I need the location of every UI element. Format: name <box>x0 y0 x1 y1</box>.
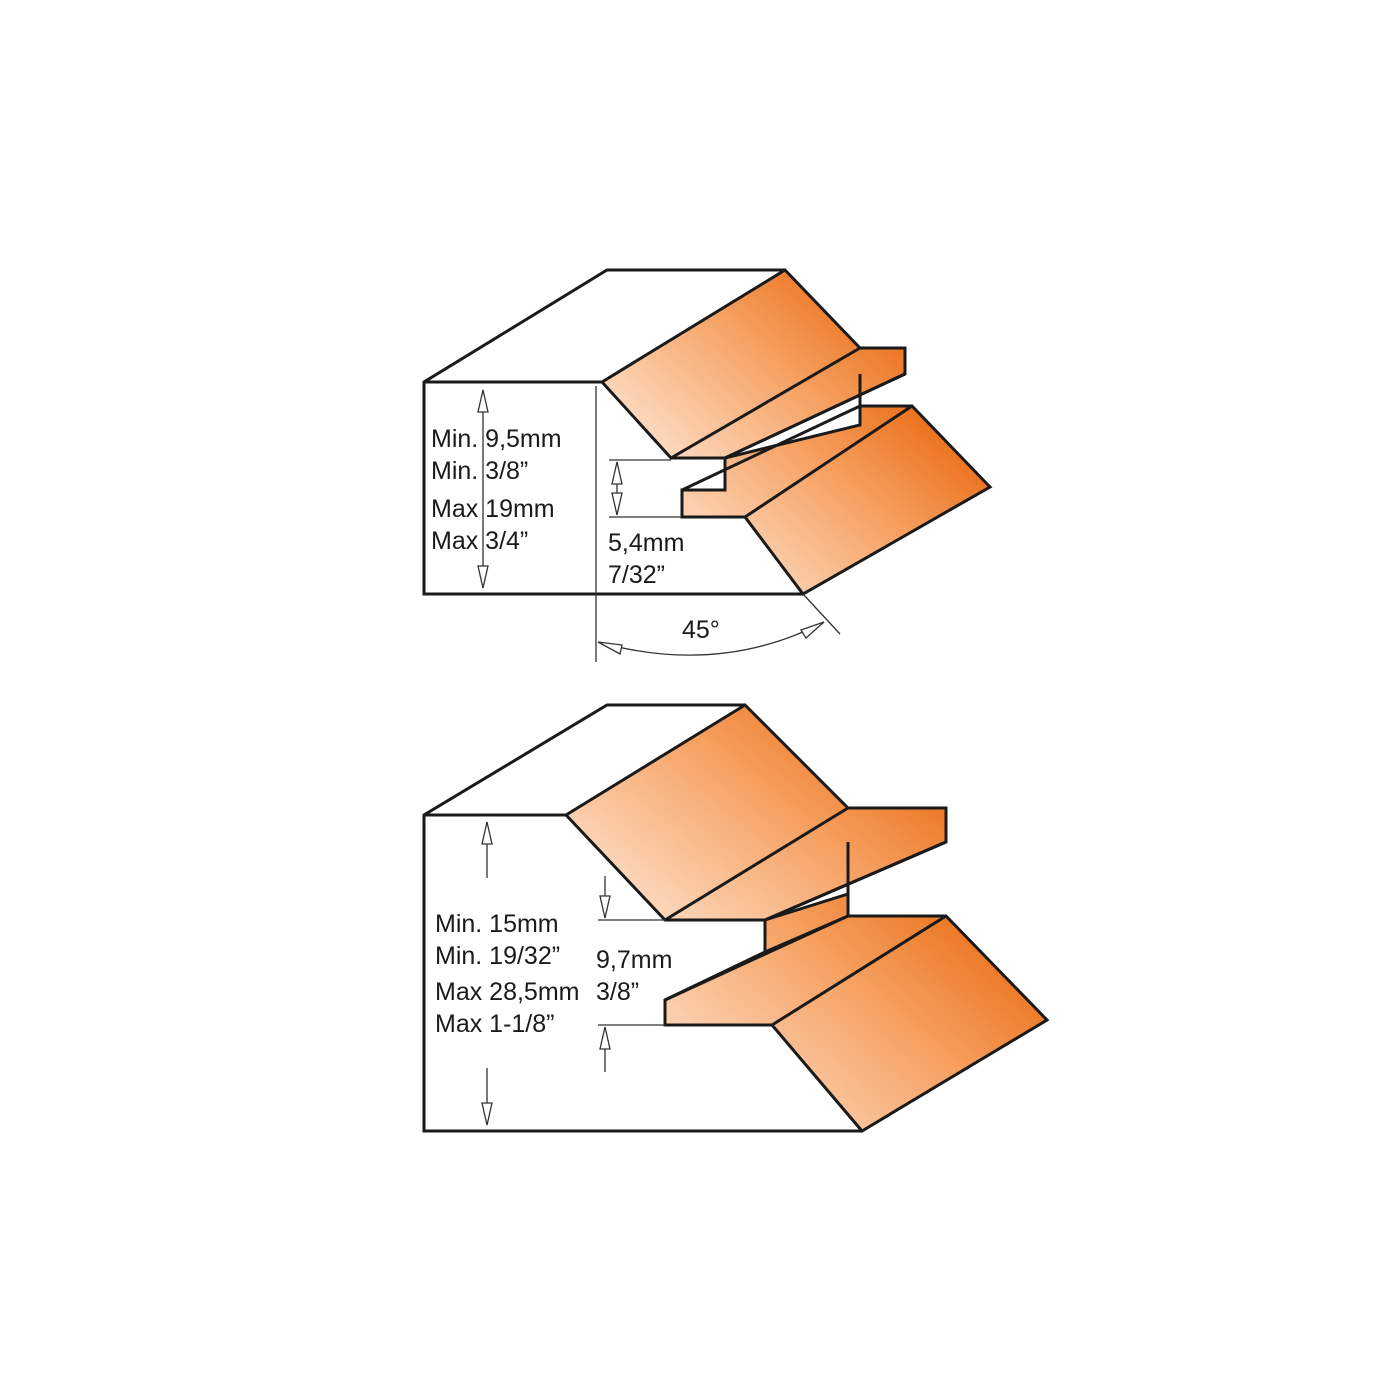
bottom-lower-cutter-face <box>663 891 1050 1133</box>
top-angle-reference-line <box>802 593 841 635</box>
bottom-profile: Min. 15mm Min. 19/32” Max 28,5mm Max 1-1… <box>422 703 1050 1133</box>
top-max-inch-label: Max 3/4” <box>431 527 528 555</box>
top-angle-label: 45° <box>682 616 720 644</box>
top-upper-crease <box>670 346 861 460</box>
top-angle-arc <box>597 621 825 656</box>
bottom-max-mm-label: Max 28,5mm <box>435 978 579 1006</box>
bottom-upper-crease <box>664 806 849 922</box>
top-min-mm-label: Min. 9,5mm <box>431 425 562 453</box>
bottom-min-mm-label: Min. 15mm <box>435 910 559 938</box>
top-upper-cutter-face <box>599 268 907 460</box>
bottom-upper-cutter-face <box>563 703 948 922</box>
bottom-tenon-mm-label: 9,7mm <box>596 946 672 974</box>
bottom-tenon-inch-label: 3/8” <box>596 978 639 1006</box>
top-tenon-mm-label: 5,4mm <box>608 529 684 557</box>
bottom-max-inch-label: Max 1-1/8” <box>435 1010 554 1038</box>
top-max-mm-label: Max 19mm <box>431 495 555 523</box>
top-min-inch-label: Min. 3/8” <box>431 457 528 485</box>
bottom-min-inch-label: Min. 19/32” <box>435 942 560 970</box>
top-profile: Min. 9,5mm Min. 3/8” Max 19mm Max 3/4” 5… <box>422 268 993 662</box>
top-lower-crease <box>681 404 861 492</box>
top-tenon-inch-label: 7/32” <box>608 561 665 589</box>
